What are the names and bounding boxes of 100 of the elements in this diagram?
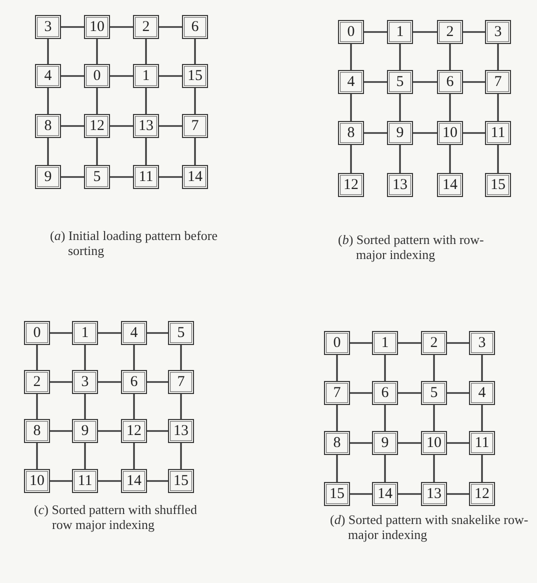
processor-box: 10 <box>24 469 50 493</box>
connector-line <box>433 405 435 431</box>
processor-box: 7 <box>324 381 350 405</box>
processor-box: 12 <box>338 173 364 197</box>
connector-line <box>350 342 372 344</box>
connector-line <box>110 75 133 77</box>
processor-box: 9 <box>72 419 98 443</box>
connector-line <box>447 392 469 394</box>
connector-line <box>481 455 483 482</box>
processor-box: 15 <box>168 469 194 493</box>
processor-box: 5 <box>168 321 194 345</box>
connector-line <box>110 125 133 127</box>
figure-caption: (d) Sorted pattern with snakelike row-major indexing <box>330 512 530 542</box>
connector-line <box>463 31 485 33</box>
processor-box: 8 <box>324 431 350 455</box>
processor-box: 10 <box>84 15 110 39</box>
processor-box: 6 <box>121 370 147 394</box>
processor-box: 2 <box>133 15 159 39</box>
connector-line <box>463 81 485 83</box>
processor-box: 5 <box>387 70 413 94</box>
connector-line <box>350 392 372 394</box>
connector-line <box>98 430 121 432</box>
processor-box: 6 <box>372 381 398 405</box>
connector-line <box>449 44 451 70</box>
processor-box: 2 <box>421 331 447 355</box>
processor-box: 9 <box>35 165 61 189</box>
processor-box: 1 <box>72 321 98 345</box>
processor-box: 4 <box>121 321 147 345</box>
connector-line <box>399 145 401 173</box>
connector-line <box>364 31 387 33</box>
connector-line <box>194 138 196 165</box>
processor-box: 13 <box>421 482 447 506</box>
processor-box: 12 <box>121 419 147 443</box>
processor-box: 4 <box>35 64 61 88</box>
connector-line <box>336 355 338 381</box>
connector-line <box>133 443 135 469</box>
connector-line <box>350 145 352 173</box>
processor-box: 14 <box>121 469 147 493</box>
processor-box: 14 <box>182 165 208 189</box>
processor-box: 9 <box>372 431 398 455</box>
processor-box: 1 <box>133 64 159 88</box>
connector-line <box>50 332 72 334</box>
connector-line <box>50 480 72 482</box>
processor-box: 2 <box>437 20 463 44</box>
processor-box: 11 <box>72 469 98 493</box>
connector-line <box>194 39 196 64</box>
connector-line <box>147 480 168 482</box>
connector-line <box>413 132 437 134</box>
connector-line <box>497 94 499 121</box>
connector-line <box>47 138 49 165</box>
figure-caption: (b) Sorted pattern with row-major indexing <box>338 232 485 262</box>
processor-box: 10 <box>421 431 447 455</box>
connector-line <box>481 405 483 431</box>
connector-line <box>84 345 86 370</box>
processor-box: 3 <box>485 20 511 44</box>
connector-line <box>98 381 121 383</box>
connector-line <box>47 88 49 114</box>
processor-box: 1 <box>372 331 398 355</box>
processor-box: 12 <box>84 114 110 138</box>
connector-line <box>447 342 469 344</box>
connector-line <box>84 394 86 419</box>
connector-line <box>497 145 499 173</box>
connector-line <box>449 94 451 121</box>
processor-box: 0 <box>24 321 50 345</box>
connector-line <box>110 176 133 178</box>
connector-line <box>36 394 38 419</box>
processor-box: 10 <box>437 121 463 145</box>
connector-line <box>180 443 182 469</box>
connector-line <box>398 342 421 344</box>
processor-box: 3 <box>469 331 495 355</box>
connector-line <box>61 75 84 77</box>
processor-box: 6 <box>437 70 463 94</box>
connector-line <box>47 39 49 64</box>
processor-box: 9 <box>387 121 413 145</box>
processor-box: 8 <box>24 419 50 443</box>
connector-line <box>364 132 387 134</box>
connector-line <box>384 355 386 381</box>
connector-line <box>384 455 386 482</box>
processor-box: 12 <box>469 482 495 506</box>
connector-line <box>336 455 338 482</box>
connector-line <box>36 345 38 370</box>
processor-box: 15 <box>324 482 350 506</box>
connector-line <box>50 381 72 383</box>
connector-line <box>159 26 182 28</box>
processor-box: 11 <box>469 431 495 455</box>
connector-line <box>133 394 135 419</box>
connector-line <box>147 381 168 383</box>
connector-line <box>147 332 168 334</box>
connector-line <box>98 480 121 482</box>
connector-line <box>398 392 421 394</box>
connector-line <box>61 26 84 28</box>
processor-box: 0 <box>84 64 110 88</box>
connector-line <box>61 125 84 127</box>
connector-line <box>147 430 168 432</box>
processor-box: 4 <box>469 381 495 405</box>
processor-box: 5 <box>421 381 447 405</box>
connector-line <box>50 430 72 432</box>
processor-box: 15 <box>182 64 208 88</box>
processor-box: 15 <box>485 173 511 197</box>
connector-line <box>399 44 401 70</box>
